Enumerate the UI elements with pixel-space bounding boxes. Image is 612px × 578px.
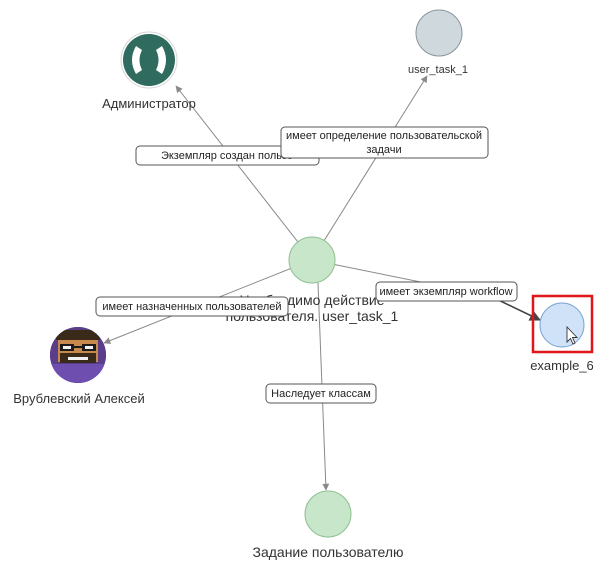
edge-label-to-user-task-line2: задачи <box>366 144 401 156</box>
edge-to-admin[interactable] <box>175 85 313 261</box>
edge-to-user-task[interactable] <box>311 75 428 261</box>
node-user-task-class-label: Задание пользователю <box>253 544 404 560</box>
edge-label-to-person-text: имеет назначенных пользователей <box>102 301 281 313</box>
node-user-task-label: user_task_1 <box>408 64 468 76</box>
node-person-label: Врублевский Алексей <box>13 391 144 406</box>
selection-box <box>531 294 594 354</box>
edge-label-to-class-text: Наследует классам <box>271 388 371 400</box>
edge-label-to-user-task-line1: имеет определение пользовательской <box>286 130 482 142</box>
node-admin-label: Администратор <box>102 96 196 111</box>
edge-label-to-class[interactable]: Наследует классам <box>265 383 377 404</box>
node-user-task[interactable]: user_task_1 <box>408 9 468 76</box>
edge-label-to-example-text: имеет экземпляр workflow <box>379 286 512 298</box>
node-user-task-class[interactable]: Задание пользователю <box>253 490 404 560</box>
admin-role-icon <box>123 34 175 86</box>
node-admin[interactable]: Администратор <box>102 31 196 111</box>
edge-label-to-admin[interactable]: Экземпляр создан пользо <box>135 145 320 166</box>
pixel-avatar-icon <box>50 327 106 383</box>
node-example[interactable]: example_6 <box>530 294 594 373</box>
node-example-label: example_6 <box>530 358 594 373</box>
mouse-pointer-icon <box>566 325 579 345</box>
edge-label-to-user-task[interactable]: имеет определение пользовательской задач… <box>280 126 489 159</box>
edge-label-to-person[interactable]: имеет назначенных пользователей <box>95 296 289 317</box>
node-person[interactable]: Врублевский Алексей <box>13 327 145 406</box>
edge-label-to-admin-text: Экземпляр создан пользо <box>161 150 293 162</box>
edge-label-to-example[interactable]: имеет экземпляр workflow <box>375 281 518 302</box>
